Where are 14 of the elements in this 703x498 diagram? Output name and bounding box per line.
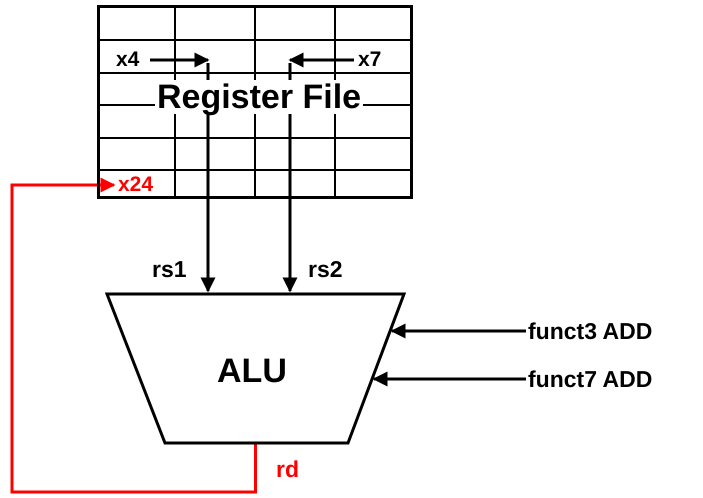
register-name: x4 <box>116 48 146 72</box>
arrow <box>282 52 354 292</box>
control-signal-text: funct3 ADD <box>528 318 698 344</box>
unit-label: ALU <box>217 354 287 388</box>
arrow <box>372 372 526 386</box>
arrow <box>390 324 526 338</box>
register-name: x24 <box>118 173 158 197</box>
arrow <box>10 178 257 494</box>
control-signal-text: funct7 ADD <box>528 366 698 392</box>
register-name: x7 <box>358 48 388 72</box>
block-title: Register File <box>155 80 364 114</box>
alu-trapezoid <box>105 292 406 445</box>
register-file-grid <box>97 5 413 199</box>
arrow <box>150 52 216 292</box>
